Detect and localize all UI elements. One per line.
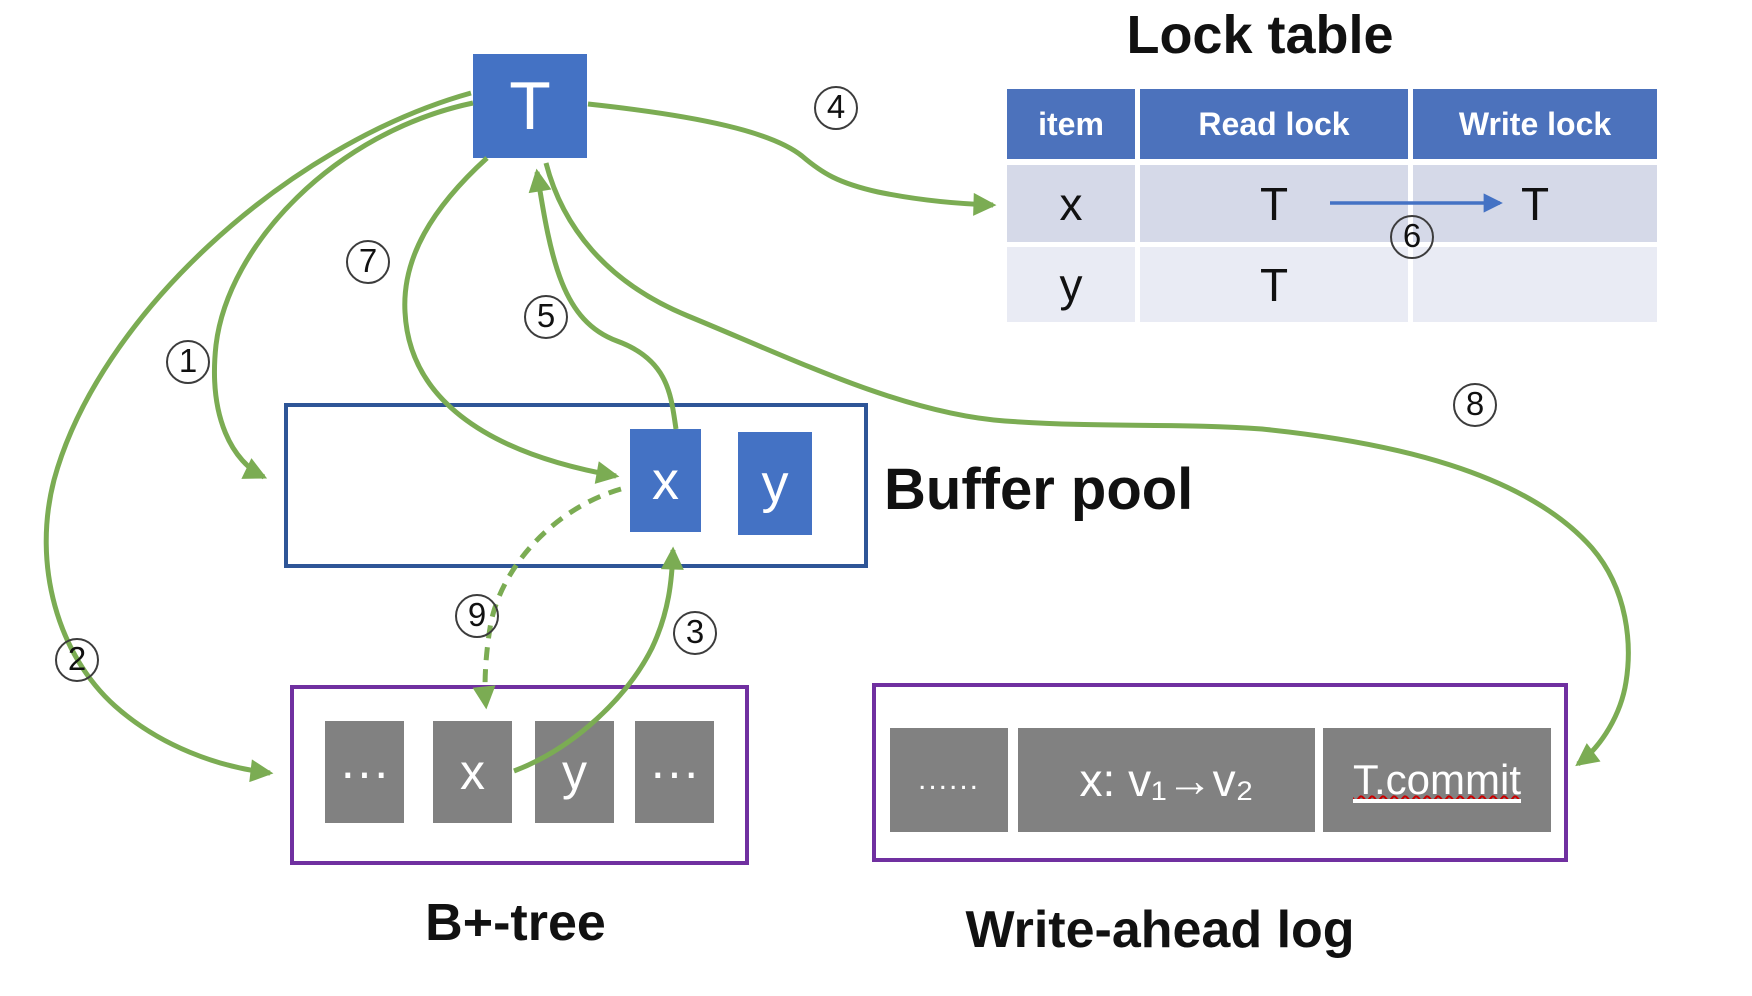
lock-table-header-write-lock: Write lock	[1413, 89, 1657, 159]
step-6-badge: 6	[1390, 215, 1434, 259]
lock-row-y-write-lock	[1413, 247, 1657, 322]
btree-cell-label: x	[460, 744, 485, 800]
btree-leaf-ellipsis-right: ···	[635, 721, 714, 823]
lock-table-title: Lock table	[1126, 5, 1394, 65]
wal-label: Write-ahead log	[965, 901, 1355, 959]
arrow-step4-t-to-lock-table	[587, 101, 997, 216]
buffer-page-y-label: y	[761, 453, 789, 514]
buffer-page-x: x	[630, 429, 701, 532]
wal-entry-label: ......	[917, 763, 980, 796]
buffer-page-y: y	[738, 432, 812, 535]
lock-row-x-item: x	[1007, 165, 1135, 242]
btree-cell-label: y	[562, 744, 587, 800]
btree-cell-label: ···	[649, 744, 700, 800]
lock-row-x-read-lock: T	[1140, 165, 1408, 242]
step-3-badge: 3	[673, 611, 717, 655]
step-7-badge: 7	[346, 240, 390, 284]
step-2-badge: 2	[55, 638, 99, 682]
transaction-label: T	[509, 68, 551, 144]
btree-leaf-x: x	[433, 721, 512, 823]
btree-leaf-ellipsis-left: ···	[325, 721, 404, 823]
wal-entry-label: x: v₁→v₂	[1079, 754, 1254, 806]
lock-row-x-write-lock: T	[1413, 165, 1657, 242]
lock-row-y-item: y	[1007, 247, 1135, 322]
step-5-badge: 5	[524, 295, 568, 339]
buffer-page-x-label: x	[652, 450, 679, 511]
lock-row-y-read-lock: T	[1140, 247, 1408, 322]
btree-leaf-y: y	[535, 721, 614, 823]
btree-label: B+-tree	[425, 894, 606, 952]
lock-table-header-read-lock: Read lock	[1140, 89, 1408, 159]
buffer-pool-label: Buffer pool	[884, 457, 1194, 522]
lock-table-header-item: item	[1007, 89, 1135, 159]
step-1-badge: 1	[166, 340, 210, 384]
step-8-badge: 8	[1453, 383, 1497, 427]
step-9-badge: 9	[455, 594, 499, 638]
wal-entry-label: T.commit	[1353, 756, 1521, 803]
wal-entry-commit-record: T.commit	[1323, 728, 1551, 832]
step-4-badge: 4	[814, 86, 858, 130]
wal-entry-ellipsis: ......	[890, 728, 1008, 832]
btree-cell-label: ···	[339, 744, 390, 800]
wal-entry-update-record: x: v₁→v₂	[1018, 728, 1315, 832]
transaction-box: T	[473, 54, 587, 158]
